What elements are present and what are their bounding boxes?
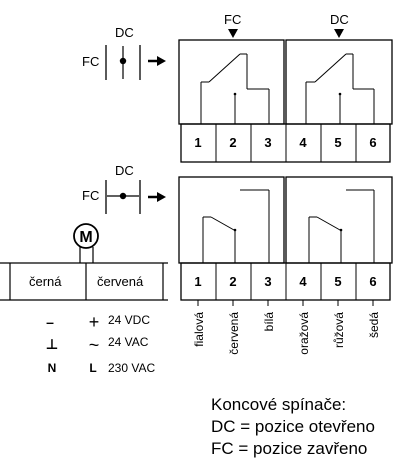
top-switch-dc-label: DC: [115, 25, 134, 40]
supply-ac230-value: 230 VAC: [108, 361, 155, 375]
bottom-switch-dc-label: DC: [115, 163, 134, 178]
legend-dc: DC = pozice otevřeno: [211, 417, 375, 436]
arrow-right-icon: [148, 56, 166, 66]
supply-ac24-value: 24 VAC: [108, 335, 149, 349]
top-terminal-6: 6: [369, 135, 376, 150]
top-switch-symbol: DC FC: [82, 25, 166, 80]
bottom-terminal-2: 2: [229, 274, 236, 289]
motor-label: M: [79, 229, 92, 246]
supply-dc-left: –: [46, 314, 54, 330]
triangle-down-icon: [334, 29, 344, 38]
bottom-terminal-6: 6: [369, 274, 376, 289]
supply-dc-value: 24 VDC: [108, 313, 150, 327]
top-terminal-5: 5: [334, 135, 341, 150]
wire-color-1: fialová: [192, 312, 206, 347]
motor-section: M černá červená – + 24 VDC ⊥ ~ 24 VAC N …: [0, 223, 168, 375]
supply-ac230-left: N: [48, 361, 57, 375]
wire-color-6: šedá: [367, 312, 381, 338]
supply-dc-right: +: [89, 312, 100, 332]
bottom-switch-symbol: DC FC: [82, 163, 166, 214]
wire-black-label: černá: [29, 274, 62, 289]
top-terminal-3: 3: [264, 135, 271, 150]
wire-color-3: bílá: [262, 312, 276, 332]
bottom-switch-block: 1 2 3 4 5 6: [178, 176, 393, 306]
supply-ac24-left: ⊥: [46, 336, 59, 352]
legend-fc: FC = pozice zavřeno: [211, 439, 367, 458]
legend-title: Koncové spínače:: [211, 395, 346, 414]
top-terminal-1: 1: [194, 135, 201, 150]
wire-color-labels: fialová červená bílá oražová růžová šedá: [192, 312, 381, 355]
arrow-right-icon: [148, 192, 166, 202]
supply-ac230-right: L: [89, 361, 96, 375]
top-switch-block: FC DC 1 2 3 4 5: [178, 12, 393, 163]
bottom-terminal-4: 4: [299, 274, 307, 289]
legend: Koncové spínače: DC = pozice otevřeno FC…: [211, 395, 375, 458]
top-fc-marker-label: FC: [224, 12, 241, 27]
switch-dot-icon: [119, 192, 127, 200]
wire-red-label: červená: [97, 274, 144, 289]
top-dc-marker-label: DC: [330, 12, 349, 27]
wire-color-4: oražová: [297, 312, 311, 355]
top-switch-fc-label: FC: [82, 54, 99, 69]
wire-color-2: červená: [227, 312, 241, 355]
wire-color-5: růžová: [332, 312, 346, 348]
top-terminal-2: 2: [229, 135, 236, 150]
bottom-terminal-3: 3: [264, 274, 271, 289]
top-terminal-4: 4: [299, 135, 307, 150]
triangle-down-icon: [228, 29, 238, 38]
bottom-switch-fc-label: FC: [82, 188, 99, 203]
motor-icon: [73, 223, 99, 249]
supply-ac24-right: ~: [89, 335, 100, 355]
bottom-terminal-5: 5: [334, 274, 341, 289]
bottom-terminal-1: 1: [194, 274, 201, 289]
switch-dot-icon: [119, 57, 127, 65]
